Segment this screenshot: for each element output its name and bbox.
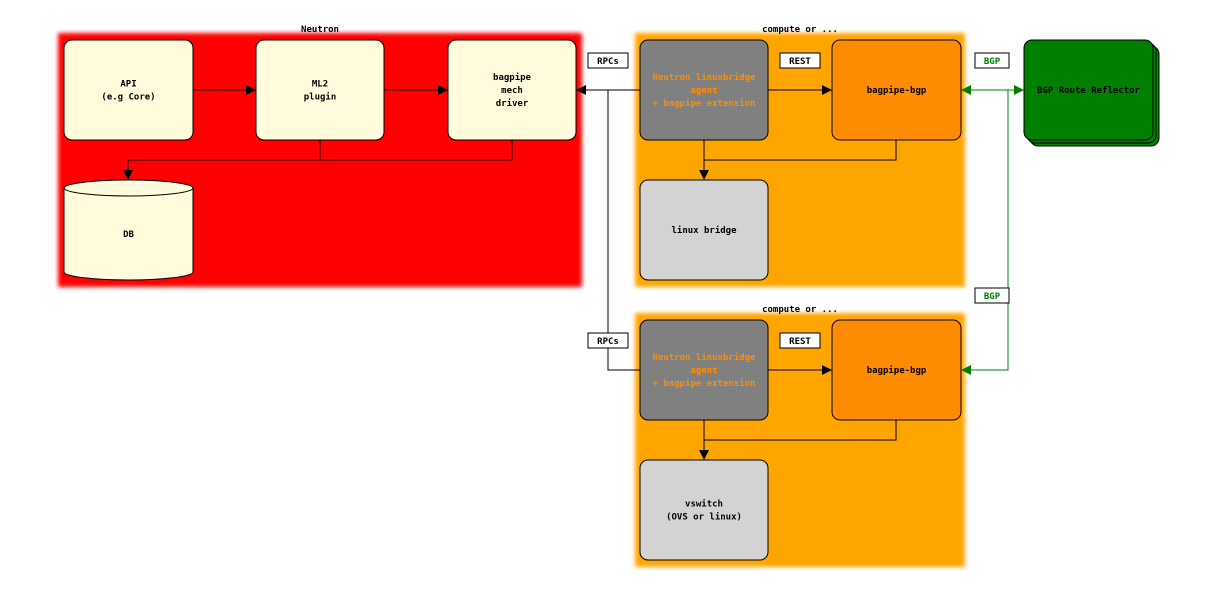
edge-reflector-bgp2 [961,90,1009,375]
node-label-line: plugin [304,92,337,103]
node-db-label: DB [123,230,134,240]
compute-group-2-label: compute or ... [762,305,838,315]
node-api-label: API (e.g Core) [101,80,155,103]
rest-2-text: REST [789,337,811,347]
node-label-line: DB [123,230,134,240]
node-label-line: bagpipe [493,72,532,83]
node-agent-2[interactable]: Neutron linuxbridge agent + bagpipe extens… [639,319,769,421]
edge-label-bgp-2: BGP [974,287,1010,304]
bgp-1-text: BGP [984,57,1001,67]
node-label-line: bagpipe-bgp [867,365,927,376]
edge-bgp2-vswitch [704,420,897,441]
edge-label-rpcs-2: RPCs [587,332,629,349]
node-bagpipe-bgp-2[interactable]: bagpipe-bgp [831,319,962,421]
node-bagpipe-bgp-1[interactable]: bagpipe-bgp [831,39,962,141]
edge-agent2-mech [607,90,640,371]
node-label-line: BGP Route Reflector [1037,86,1141,96]
rpcs-2-text: RPCs [597,337,619,347]
node-label-line: ML2 [312,80,328,90]
edge-label-bgp-1: BGP [974,52,1010,69]
node-vswitch[interactable]: vswitch (OVS or linux) [639,459,769,561]
node-bagpipe-mech-driver[interactable]: bagpipe mech driver [447,39,577,141]
edges [123,85,897,460]
node-linux-bridge-label: linux bridge [671,225,737,236]
bgp-edges [961,85,1024,375]
rpcs-1-text: RPCs [597,57,619,67]
node-label-line: + bagpipe extension [653,378,756,389]
node-agent-1[interactable]: Neutron linuxbridge agent + bagpipe extens… [639,39,769,141]
node-label-line: Neutron linuxbridge [653,72,757,83]
node-ml2-plugin[interactable]: ML2 plugin [255,39,385,141]
node-bgp-route-reflector[interactable]: BGP Route Reflector [1023,39,1160,147]
node-bgp-route-reflector-label: BGP Route Reflector [1037,86,1141,96]
node-label-line: + bagpipe extension [653,98,756,109]
node-agent-2-label: Neutron linuxbridge agent + bagpipe extens… [653,352,757,389]
node-bagpipe-bgp-1-label: bagpipe-bgp [867,85,927,96]
node-label-line: Neutron linuxbridge [653,352,757,363]
node-label-line: mech [501,86,523,96]
edge-mech-db [128,140,513,161]
rest-1-text: REST [789,57,811,67]
bgp-2-text: BGP [984,292,1001,302]
neutron-group-label: Neutron [301,25,339,35]
node-ml2-plugin-label: ML2 plugin [304,80,337,103]
node-db[interactable]: DB [63,179,194,281]
node-bagpipe-bgp-2-label: bagpipe-bgp [867,365,927,376]
node-label-line: agent [690,86,717,96]
node-label-line: bagpipe-bgp [867,85,927,96]
compute-group-1-label: compute or ... [762,25,838,35]
node-label-line: vswitch [685,499,723,510]
node-bagpipe-mech-driver-label: bagpipe mech driver [493,72,532,109]
node-linux-bridge[interactable]: linux bridge [639,179,769,281]
node-label-line: driver [496,98,529,109]
node-label-line: API [120,80,136,90]
node-vswitch-label: vswitch (OVS or linux) [666,499,742,523]
edge-bgp1-bridge1 [704,140,897,161]
edge-label-rest-1: REST [779,52,821,69]
node-label-line: (e.g Core) [101,93,155,103]
node-label-line: (OVS or linux) [666,512,742,523]
node-label-line: agent [690,366,717,376]
edge-label-rest-2: REST [779,332,821,349]
node-api[interactable]: API (e.g Core) [63,39,194,141]
node-agent-1-label: Neutron linuxbridge agent + bagpipe extens… [653,72,757,109]
node-label-line: linux bridge [671,225,737,236]
edge-label-rpcs-1: RPCs [587,52,629,69]
